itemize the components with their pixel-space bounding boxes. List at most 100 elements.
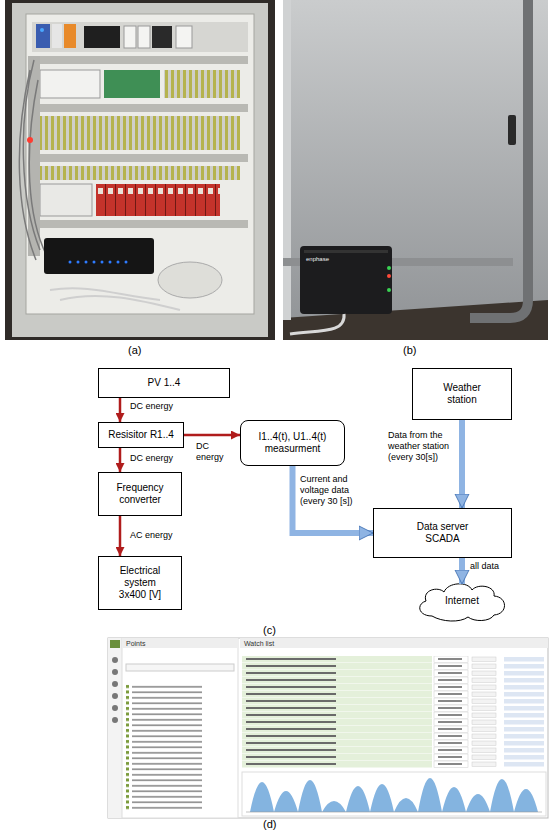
data-flow-arrow	[293, 466, 374, 533]
cable-duct	[32, 154, 248, 162]
cable	[290, 314, 344, 334]
status-led	[69, 261, 72, 264]
fuse-holders	[40, 184, 92, 216]
panel-label: (a)	[128, 344, 141, 357]
energy-flow-arrow	[184, 434, 240, 437]
sidebar-icon	[112, 705, 118, 711]
cable-duct	[32, 56, 248, 64]
status-led	[77, 261, 80, 264]
node-text: Data server SCADA	[414, 521, 471, 545]
panel-header	[240, 638, 548, 648]
module	[36, 24, 50, 48]
edge-label: DC energy	[130, 401, 210, 412]
terminal-blocks	[40, 116, 240, 150]
pv-source-box: PV 1..4	[98, 368, 230, 398]
device-edge	[304, 250, 388, 253]
screen-frame	[108, 638, 548, 818]
status-led	[125, 261, 128, 264]
photo-background	[5, 0, 275, 340]
status-led	[85, 261, 88, 264]
search-box	[126, 664, 234, 671]
module	[124, 26, 136, 48]
edge-label: all data	[470, 561, 520, 572]
points-list	[126, 684, 236, 810]
edge-label: DC energy	[196, 441, 234, 463]
gateway-device	[300, 246, 392, 314]
internet-cloud: Internet	[412, 580, 512, 622]
sidebar-icon	[112, 669, 118, 675]
circuit-breakers	[40, 70, 100, 98]
points-panel	[122, 638, 238, 818]
router	[44, 238, 154, 274]
module	[176, 26, 192, 48]
panel-label: (b)	[403, 344, 416, 357]
measurement-box: I1..4(t), U1..4(t) measurment	[240, 420, 345, 466]
ui-text: Points	[126, 639, 145, 648]
edge-label: AC energy	[130, 530, 210, 541]
sidebar-icon	[112, 717, 118, 723]
cables	[19, 60, 50, 262]
status-led	[387, 274, 391, 278]
data-flow-arrow	[459, 420, 465, 508]
data-flow-arrow	[459, 558, 465, 584]
status-led	[101, 261, 104, 264]
gateway-photo	[283, 0, 548, 340]
connector-group	[120, 398, 462, 584]
scada-screenshot	[108, 638, 548, 818]
mounting-plate	[26, 14, 254, 314]
module	[64, 24, 76, 48]
watch-list-table	[242, 656, 546, 768]
power-supply	[84, 26, 120, 48]
node-text: Frequency converter	[107, 482, 173, 506]
module	[152, 26, 172, 48]
cables	[50, 288, 180, 310]
door-latch	[508, 115, 516, 145]
status-led	[93, 261, 96, 264]
door-edge	[283, 0, 291, 320]
sidebar	[108, 638, 122, 818]
photo-background	[283, 0, 548, 340]
node-text: Electrical system 3x400 [V]	[113, 565, 167, 601]
measurement-modules	[104, 70, 160, 98]
edge-label: Data from the weather station (every 30[…	[388, 430, 456, 463]
node-text: Weather station	[433, 382, 491, 406]
module	[52, 24, 62, 48]
brand-text: enphase	[306, 255, 329, 263]
status-led	[387, 288, 391, 292]
weather-station-box: Weather station	[412, 368, 512, 420]
server-box: Data server SCADA	[373, 508, 512, 558]
status-led	[117, 261, 120, 264]
node-text: Resisitor R1..4	[108, 429, 174, 441]
module	[138, 26, 150, 48]
status-led	[387, 266, 391, 270]
surge-protectors	[96, 184, 220, 216]
resistor-box: Resisitor R1..4	[98, 422, 184, 448]
chart-frame	[242, 772, 546, 816]
cable-gland	[158, 262, 222, 298]
grid-box: Electrical system 3x400 [V]	[98, 556, 182, 610]
status-led	[40, 28, 44, 32]
converter-box: Frequency converter	[98, 472, 182, 516]
cloud-outline	[420, 584, 505, 621]
panel-label: (c)	[263, 624, 276, 637]
cable-duct	[32, 104, 248, 112]
terminal-blocks	[40, 166, 240, 180]
panel-label: (d)	[263, 818, 276, 831]
terminal-blocks	[164, 70, 240, 98]
node-text: I1..4(t), U1..4(t) measurment	[245, 431, 340, 455]
status-led	[27, 137, 33, 143]
cable-duct	[32, 220, 248, 228]
status-led	[109, 261, 112, 264]
sidebar-icon	[112, 681, 118, 687]
edge-label: Current and voltage data (every 30 [s])	[300, 474, 370, 507]
app-logo	[110, 640, 120, 648]
energy-flow-arrow	[119, 398, 122, 422]
power-chart-area	[250, 778, 538, 812]
ui-text: Watch list	[244, 639, 274, 648]
energy-flow-arrow	[119, 448, 122, 472]
conduit	[470, 0, 528, 318]
chart-axis	[246, 812, 542, 813]
